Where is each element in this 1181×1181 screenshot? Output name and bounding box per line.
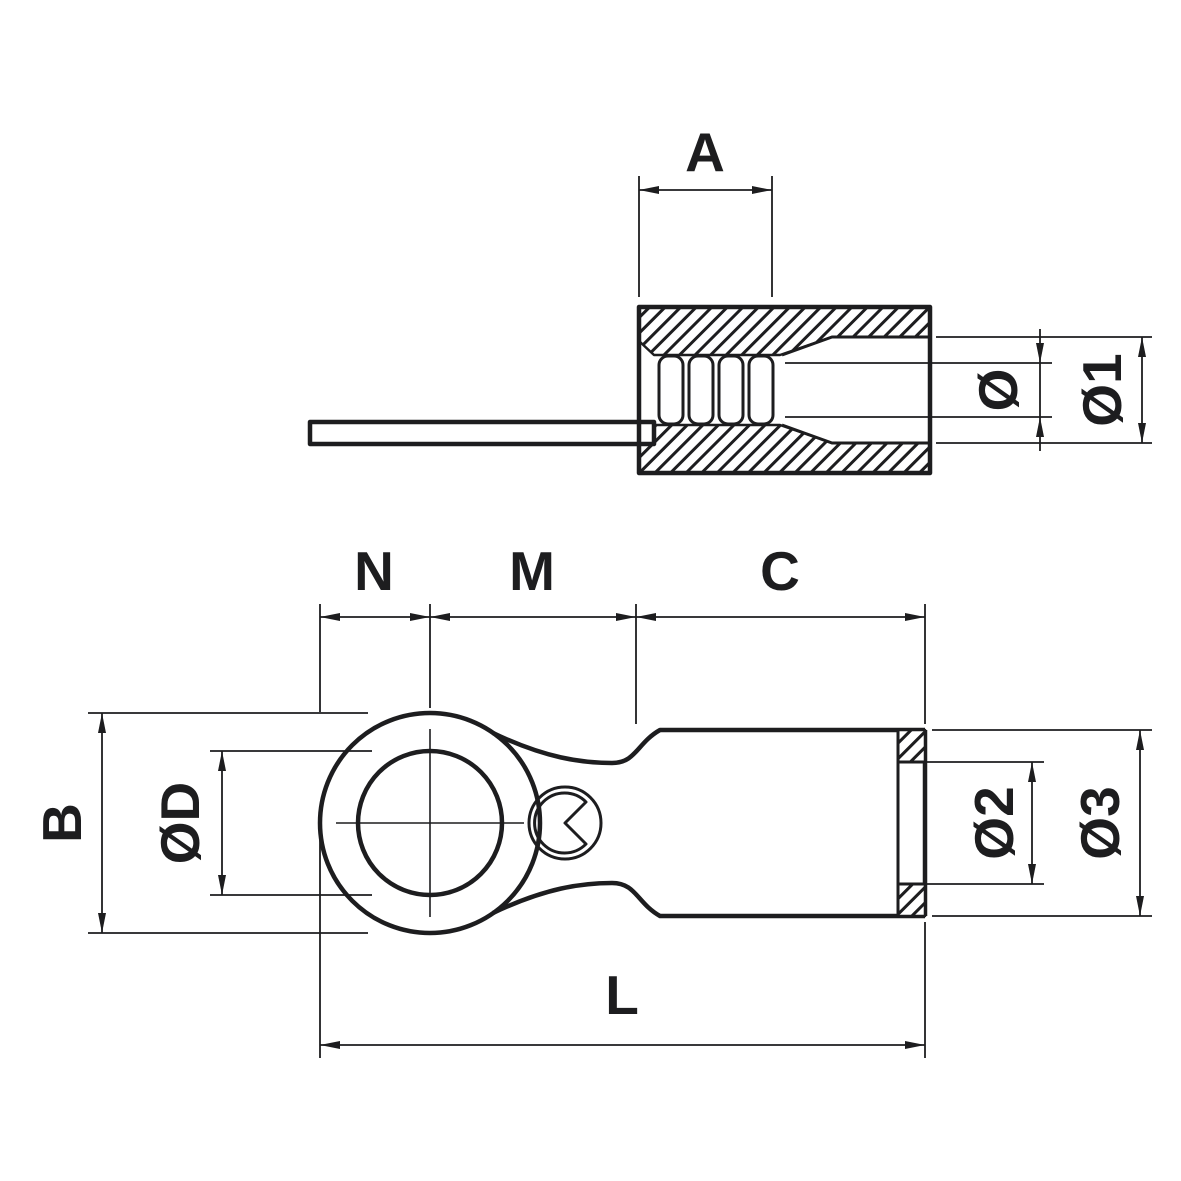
dimension-dia1: Ø1 bbox=[936, 336, 1152, 444]
side-section-view: A Ø Ø1 bbox=[307, 121, 1152, 476]
dim-label-l: L bbox=[605, 964, 639, 1026]
sleeve-end-hatch-bottom bbox=[896, 882, 927, 918]
sleeve-profile-top bbox=[492, 727, 925, 766]
dimension-N-M-C: N M C bbox=[319, 540, 926, 724]
dim-label-n: N bbox=[354, 540, 394, 602]
sleeve-profile-bottom bbox=[492, 880, 925, 919]
sleeve-end-hatch-top bbox=[896, 728, 927, 764]
dimension-dia2: Ø2 bbox=[912, 761, 1044, 885]
dim-label-dia: Ø bbox=[967, 369, 1029, 412]
ring-outer-circle bbox=[317, 710, 543, 936]
crimp-serrations bbox=[657, 354, 775, 426]
dim-label-m: M bbox=[509, 540, 555, 602]
dim-label-c: C bbox=[760, 540, 800, 602]
barrel-top-wall-hatch bbox=[637, 305, 932, 357]
insulation-inner-edge-top bbox=[781, 335, 930, 357]
seam-detail-circle bbox=[527, 785, 603, 861]
dimension-dia: Ø bbox=[785, 329, 1052, 451]
insulation-inner-edge-bottom bbox=[781, 423, 930, 445]
crimp-barrel-outline bbox=[636, 304, 933, 476]
dimension-dia3: Ø3 bbox=[932, 729, 1152, 917]
dimension-diaD: ØD bbox=[149, 750, 372, 896]
seam-detail bbox=[527, 785, 603, 861]
dimension-A: A bbox=[638, 121, 773, 297]
dim-label-dia2: Ø2 bbox=[963, 786, 1025, 859]
dim-label-a: A bbox=[685, 121, 725, 183]
dimension-L: L bbox=[319, 836, 926, 1058]
dim-label-b: B bbox=[31, 803, 93, 843]
dim-label-dia3: Ø3 bbox=[1069, 786, 1131, 859]
barrel-bottom-wall-hatch bbox=[637, 423, 932, 475]
serration-tooth bbox=[657, 354, 685, 426]
serration-tooth bbox=[717, 354, 745, 426]
seam-detail-wedge bbox=[533, 791, 588, 855]
serration-tooth bbox=[747, 354, 775, 426]
dim-label-dia1: Ø1 bbox=[1071, 353, 1133, 426]
terminal-tongue-side bbox=[307, 419, 657, 447]
plan-view: N M C B ØD Ø2 Ø3 bbox=[31, 540, 1152, 1058]
dimension-B: B bbox=[31, 712, 368, 934]
dim-label-diad: ØD bbox=[149, 782, 211, 865]
serration-tooth bbox=[687, 354, 715, 426]
